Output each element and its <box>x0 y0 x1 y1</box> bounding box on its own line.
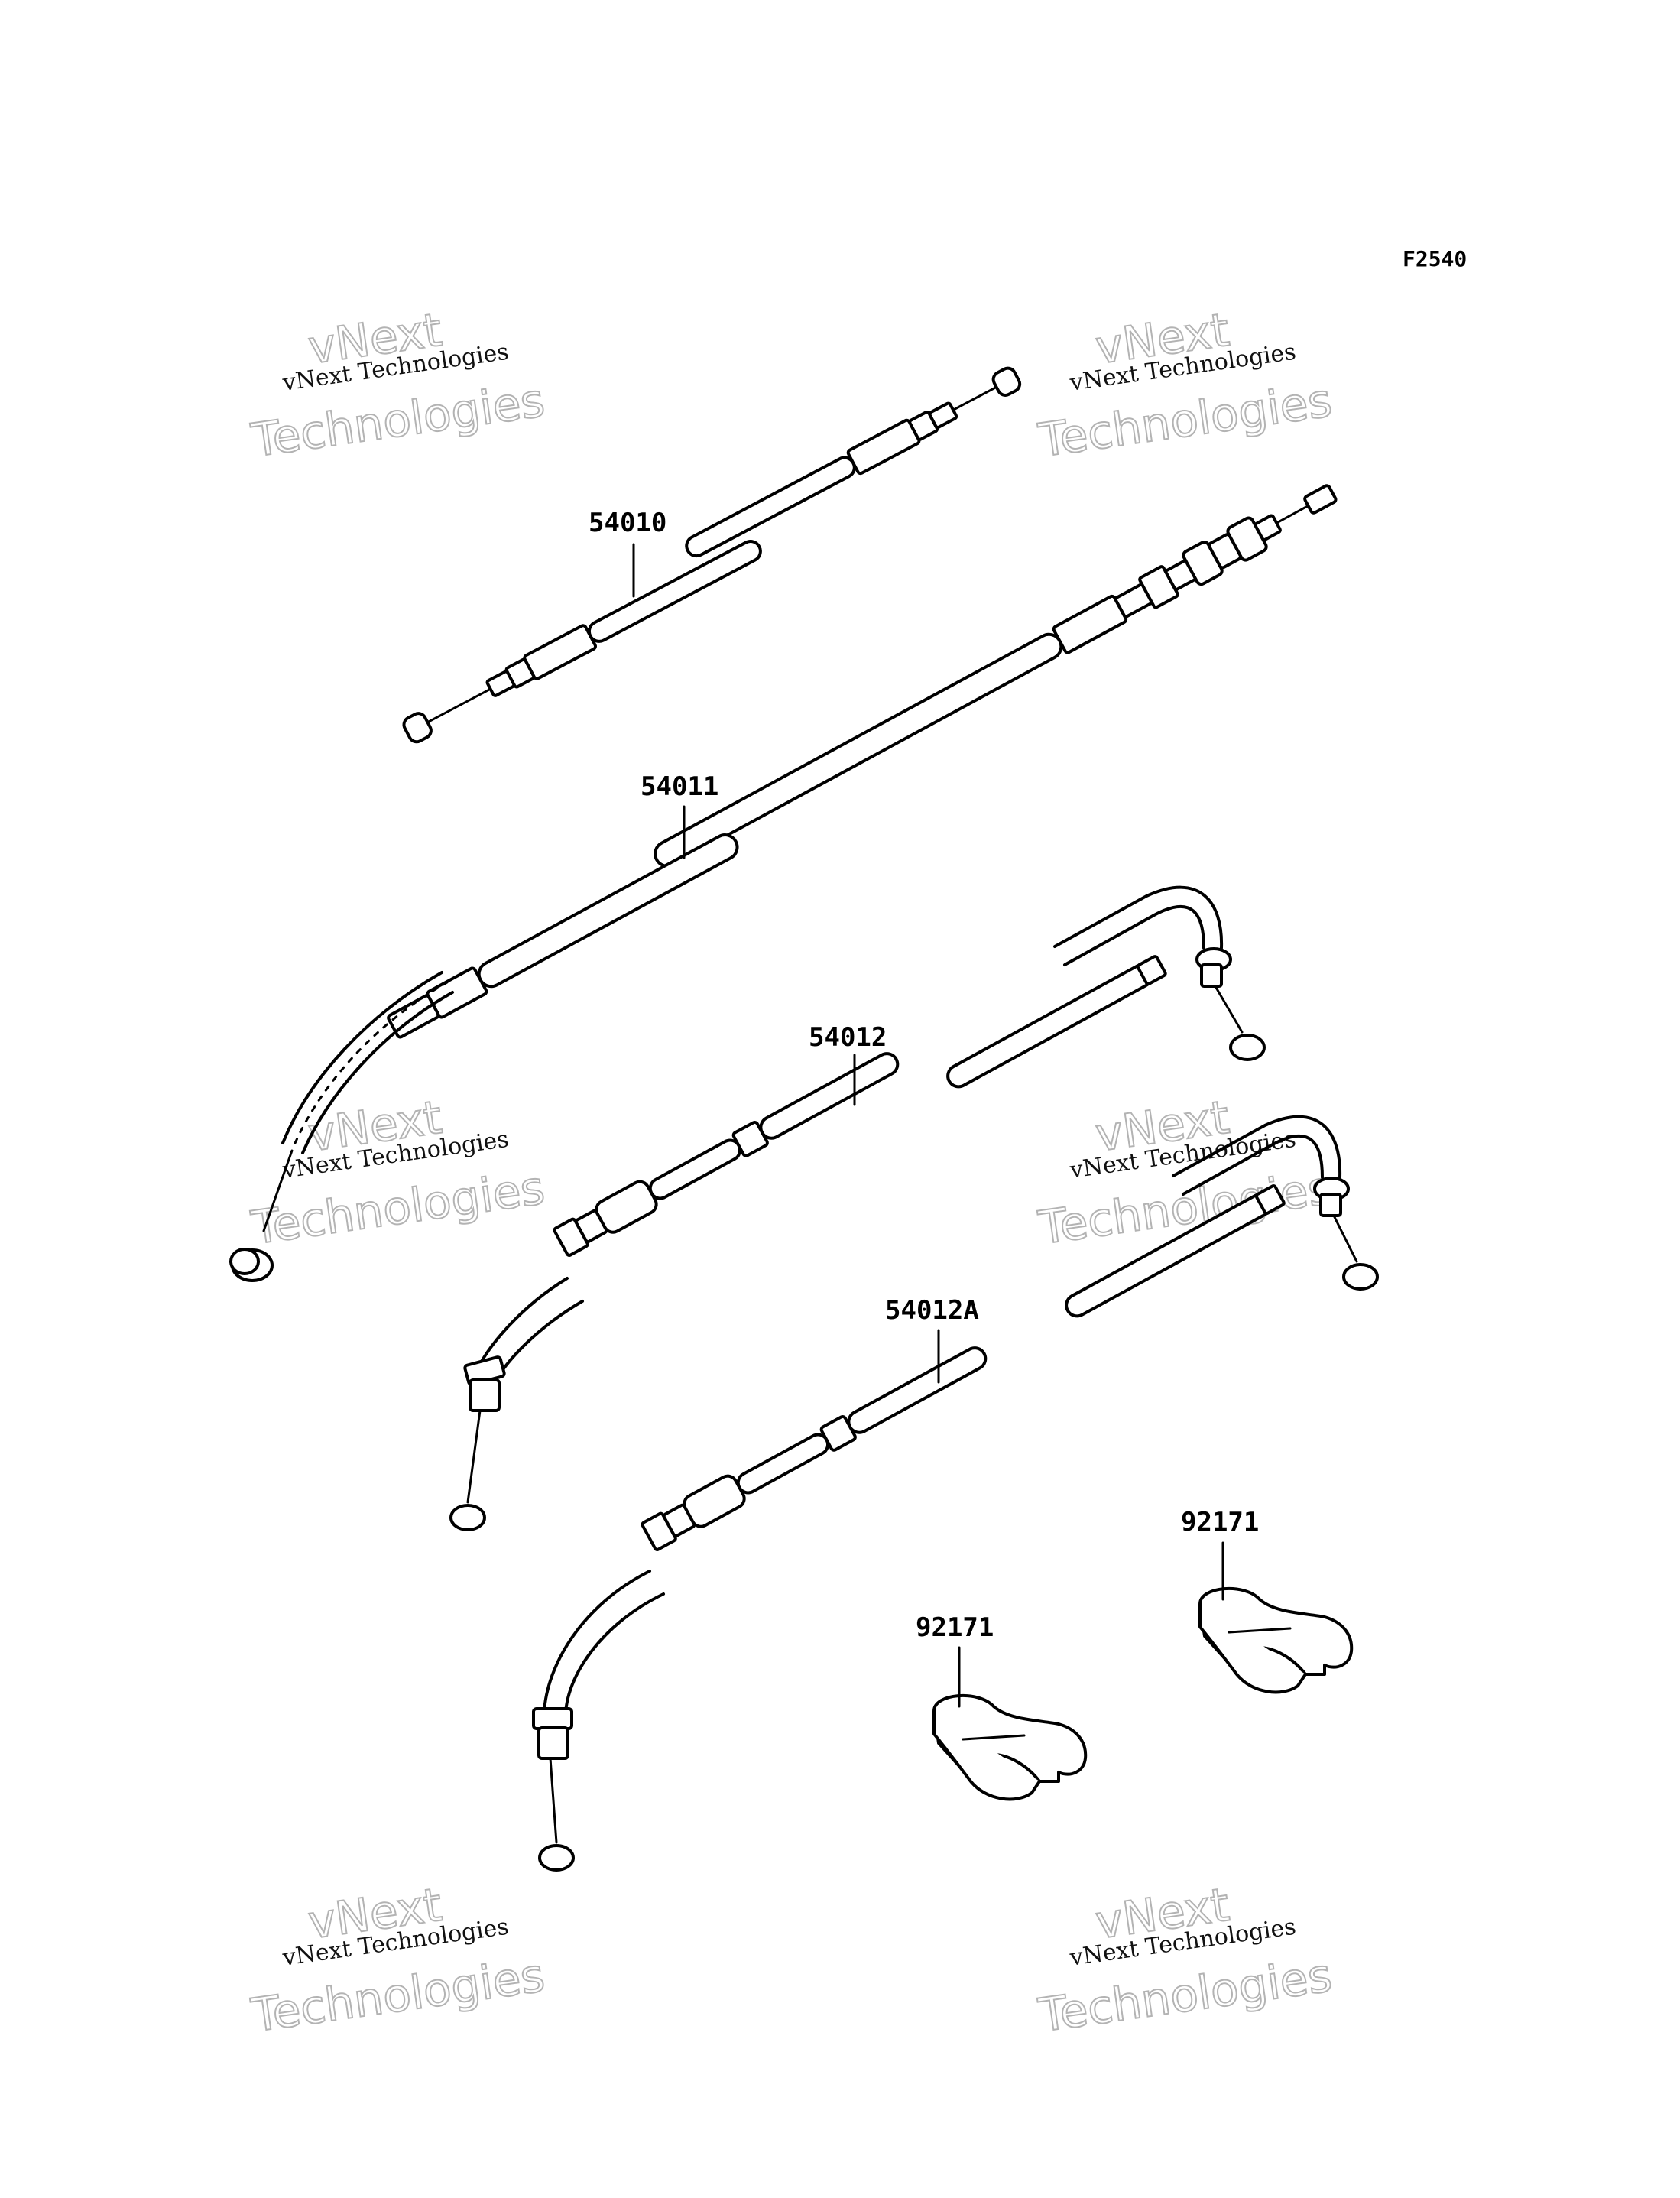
part-label-54012: 54012 <box>809 1022 887 1053</box>
cable-54011[interactable]: 54011 <box>229 476 1341 1282</box>
figure-code: F2540 <box>1403 246 1467 271</box>
watermark-top-right: vNext vNext Technologies Technologies <box>1034 303 1335 469</box>
cable-54012A[interactable]: 54012A <box>532 1115 1379 1872</box>
part-label-54010: 54010 <box>589 508 666 538</box>
watermark-bottom-left: vNext vNext Technologies Technologies <box>247 1878 548 2044</box>
part-label-54011: 54011 <box>641 771 718 802</box>
watermark-middle-left: vNext vNext Technologies Technologies <box>247 1090 548 1256</box>
watermark-middle-right: vNext vNext Technologies Technologies <box>1034 1090 1335 1256</box>
part-label-92171-upper: 92171 <box>1181 1507 1259 1537</box>
watermark-top-left: vNext vNext Technologies Technologies <box>247 303 548 469</box>
clamp-92171-upper[interactable]: 92171 <box>1181 1507 1354 1694</box>
part-label-92171-lower: 92171 <box>916 1612 994 1643</box>
watermark-bottom-right: vNext vNext Technologies Technologies <box>1034 1878 1335 2044</box>
cable-54010[interactable]: 54010 <box>401 365 1023 745</box>
clamp-92171-lower[interactable]: 92171 <box>916 1612 1088 1801</box>
cable-54012[interactable]: 54012 <box>449 885 1266 1531</box>
part-label-54012A: 54012A <box>885 1295 979 1326</box>
